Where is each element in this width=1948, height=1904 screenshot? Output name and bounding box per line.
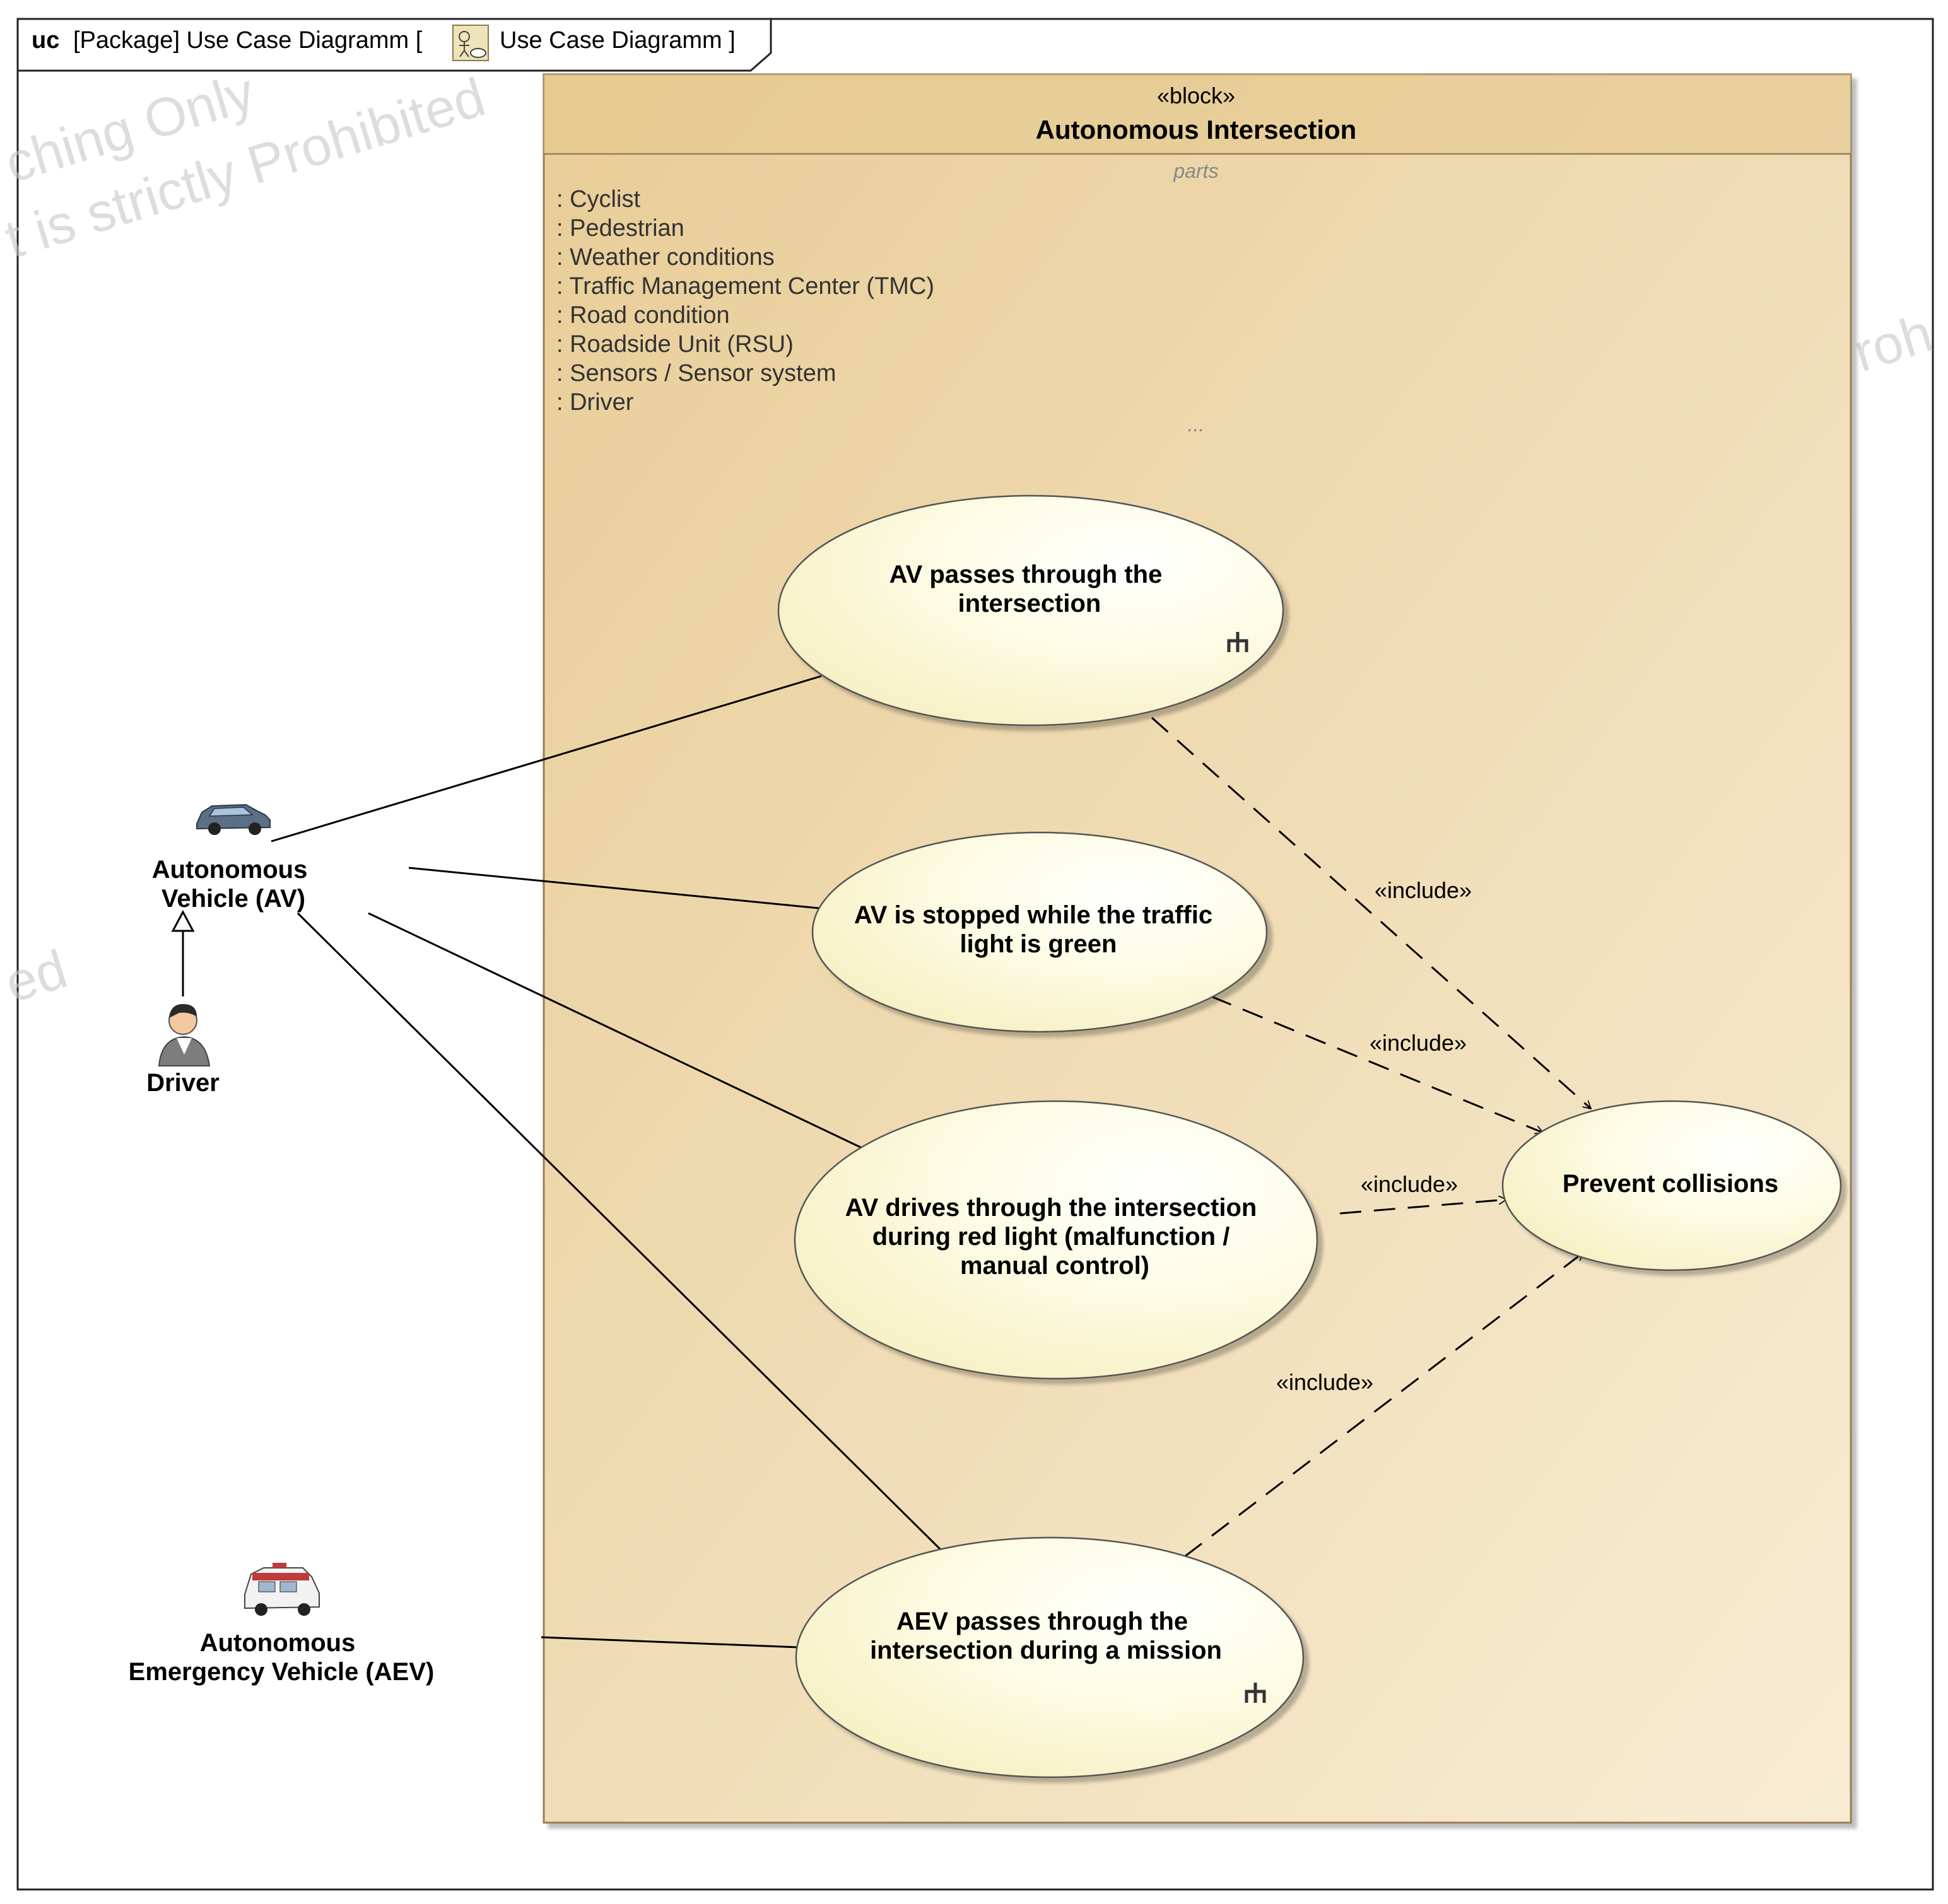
actor-label: Emergency Vehicle (AEV) [129,1658,435,1686]
frame-label: [Package] Use Case Diagramm [ [73,27,423,54]
part-item: : Sensors / Sensor system [556,360,836,387]
use-case-av-passes[interactable]: AV passes through the intersection [777,494,1284,727]
actor-driver[interactable]: Driver [146,1004,220,1097]
include-label: «include» [1361,1171,1458,1197]
use-case-av-red-light[interactable]: AV drives through the intersection durin… [794,1100,1318,1380]
use-case-label: AEV passes through the [896,1608,1188,1635]
associations [271,675,942,1649]
use-case-label: manual control) [960,1252,1149,1280]
association-av-uc3[interactable] [368,912,862,1149]
part-item: : Driver [556,389,634,416]
block-header [544,74,1851,154]
ambulance-icon [244,1563,320,1616]
includes [1151,716,1591,1558]
block-stereotype: «block» [1157,83,1235,108]
part-item: : Cyclist [556,186,640,213]
part-item: : Roadside Unit (RSU) [556,331,794,358]
association-av-uc2[interactable] [408,867,819,909]
use-case-label: intersection during a mission [870,1637,1222,1664]
person-icon [158,1004,211,1066]
part-item: : Weather conditions [556,244,775,271]
actor-autonomous-vehicle[interactable]: Autonomous Vehicle (AV) [152,803,308,913]
parts-ellipsis: ... [1188,413,1205,436]
include-uc3-uc5[interactable] [1339,1200,1506,1215]
actor-label: Autonomous [200,1629,356,1657]
use-case-label: AV passes through the [889,561,1163,588]
use-case-label: during red light (malfunction / [872,1223,1230,1251]
include-uc2-uc5[interactable] [1211,995,1543,1133]
generalization-driver-av[interactable] [171,909,195,996]
part-item: : Traffic Management Center (TMC) [556,273,934,300]
use-case-prevent-collisions[interactable]: Prevent collisions [1501,1100,1842,1271]
subdiagram-fork-icon [1227,632,1248,652]
use-case-label: intersection [958,590,1101,617]
block-title: Autonomous Intersection [1036,115,1357,144]
actor-label: Driver [146,1069,220,1097]
include-label: «include» [1276,1369,1373,1395]
frame-tab [18,19,772,72]
frame-kind: uc [32,27,59,54]
usecase-diagram-icon [452,25,489,61]
actor-label: Vehicle (AV) [161,885,305,913]
use-case-label: Prevent collisions [1563,1170,1778,1198]
parts-list: : Cyclist : Pedestrian : Weather conditi… [556,186,934,416]
subdiagram-fork-icon [1245,1683,1266,1703]
use-case-aev-mission[interactable]: AEV passes through the intersection duri… [795,1536,1305,1778]
include-uc1-uc5[interactable] [1151,716,1591,1109]
association-aev-uc4[interactable] [541,1636,799,1649]
car-icon [196,803,271,835]
use-case-label: light is green [960,930,1117,958]
include-labels: «include» «include» «include» «include» [1276,877,1472,1395]
association-av-uc1[interactable] [271,675,822,843]
use-case-label: AV drives through the intersection [845,1194,1257,1222]
include-label: «include» [1375,877,1472,903]
include-uc4-uc5[interactable] [1184,1251,1583,1558]
frame-diagram-name: Use Case Diagramm ] [500,27,736,54]
actor-autonomous-emergency-vehicle[interactable]: Autonomous Emergency Vehicle (AEV) [129,1563,435,1686]
use-case-label: AV is stopped while the traffic [854,901,1212,929]
use-case-av-stopped[interactable]: AV is stopped while the traffic light is… [811,831,1268,1033]
generalization-arrowhead [171,909,195,932]
include-label: «include» [1370,1030,1467,1056]
actor-label: Autonomous [152,856,308,884]
part-item: : Road condition [556,302,730,329]
parts-compartment-label: parts [1173,160,1218,182]
association-av-uc4[interactable] [296,912,942,1551]
part-item: : Pedestrian [556,215,684,242]
